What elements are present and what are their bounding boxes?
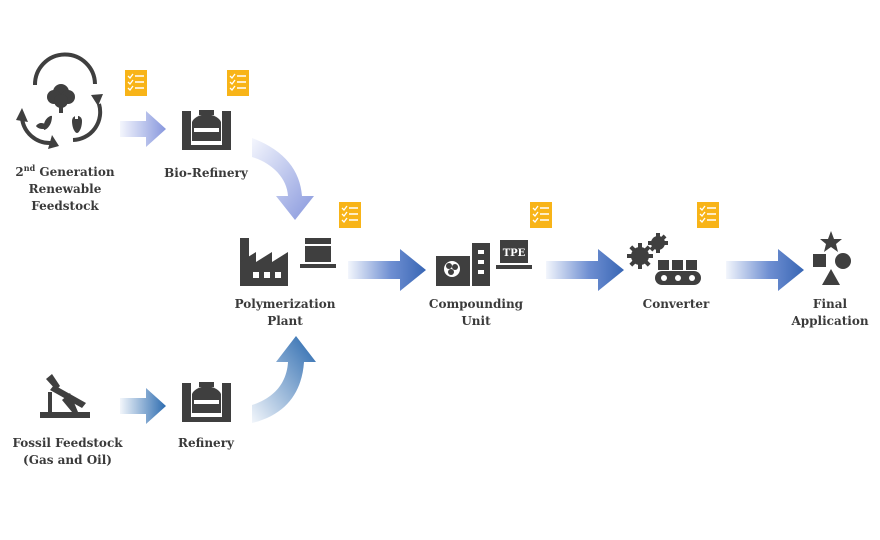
compounding-machine-icon: TPE bbox=[436, 240, 532, 286]
renewable-line1-sup: nd bbox=[23, 163, 36, 173]
final-application-label: Final Application bbox=[785, 296, 875, 330]
arrow-biorefinery-to-polymerization bbox=[252, 138, 314, 220]
renewable-feedstock-label: 2nd Generation Renewable Feedstock bbox=[10, 164, 120, 215]
gears-conveyor-icon bbox=[627, 233, 701, 285]
converter-label: Converter bbox=[642, 297, 710, 311]
arrow-polymerization-to-compounding bbox=[348, 249, 426, 291]
compounding-label: Compounding Unit bbox=[416, 296, 536, 330]
fossil-line2: (Gas and Oil) bbox=[23, 453, 112, 467]
refinery-label: Refinery bbox=[178, 436, 234, 450]
oil-pump-icon bbox=[40, 374, 90, 418]
recycle-tree-icon bbox=[16, 52, 103, 149]
checklist-icon bbox=[530, 202, 552, 228]
fossil-line1: Fossil Feedstock bbox=[12, 436, 123, 450]
fossil-feedstock-label: Fossil Feedstock (Gas and Oil) bbox=[5, 435, 130, 469]
arrow-compounding-to-converter bbox=[546, 249, 624, 291]
polymerization-label: Polymerization Plant bbox=[225, 296, 345, 330]
compounding-line2: Unit bbox=[461, 314, 491, 328]
renewable-line2: Renewable bbox=[28, 182, 102, 196]
refinery-tank-icon bbox=[182, 382, 231, 422]
polymerization-line2: Plant bbox=[267, 314, 303, 328]
polymerization-line1: Polymerization bbox=[234, 297, 336, 311]
renewable-line1-rest: Generation bbox=[35, 165, 115, 179]
tpe-badge-text: TPE bbox=[503, 248, 526, 259]
checklist-icon bbox=[697, 202, 719, 228]
arrow-converter-to-final bbox=[726, 249, 804, 291]
checklist-icon bbox=[125, 70, 147, 96]
biorefinery-label: Bio-Refinery bbox=[164, 166, 248, 180]
compounding-line1: Compounding bbox=[428, 297, 524, 311]
checklist-icon bbox=[339, 202, 361, 228]
final-line2: Application bbox=[791, 314, 869, 328]
factory-icon bbox=[240, 238, 336, 286]
shapes-icon bbox=[813, 231, 851, 285]
arrow-fossil-to-refinery bbox=[120, 388, 166, 424]
arrow-feedstock-to-biorefinery bbox=[120, 111, 166, 147]
final-line1: Final bbox=[812, 297, 848, 311]
renewable-line3: Feedstock bbox=[31, 199, 99, 213]
renewable-line1-num: 2 bbox=[15, 165, 24, 179]
arrow-refinery-to-polymerization bbox=[252, 336, 316, 423]
refinery-tank-icon bbox=[182, 110, 231, 150]
checklist-icon bbox=[227, 70, 249, 96]
